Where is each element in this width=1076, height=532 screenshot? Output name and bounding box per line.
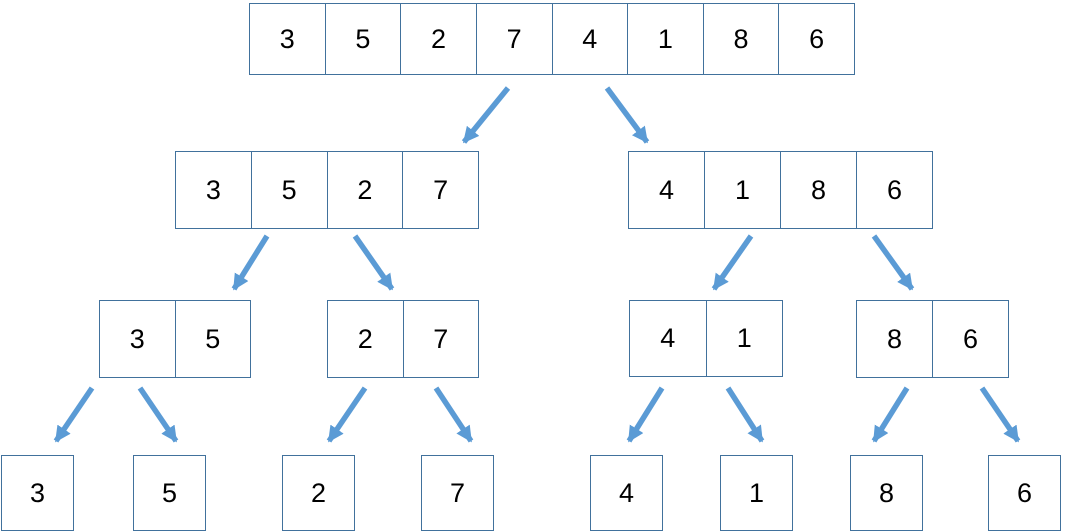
array-level4-5: 4 — [590, 455, 663, 531]
array-level1: 3 5 2 7 4 1 8 6 — [249, 3, 855, 75]
array-cell: 7 — [475, 4, 552, 74]
array-level4-1: 3 — [1, 455, 74, 531]
split-arrow-icon-l3b-right — [433, 386, 474, 443]
array-cell: 6 — [932, 301, 1008, 377]
split-arrow-icon-l3c-left — [626, 386, 665, 443]
array-cell: 4 — [658, 174, 675, 205]
array-level3-c: 4 1 — [629, 300, 783, 377]
split-arrow-icon-l1-left — [461, 86, 511, 144]
array-cell: 4 — [618, 477, 635, 508]
array-level4-8: 6 — [988, 455, 1061, 531]
array-level4-6: 1 — [720, 455, 793, 531]
array-cell: 2 — [326, 152, 403, 228]
split-arrow-icon-l3c-right — [725, 386, 765, 443]
array-cell: 6 — [1016, 477, 1033, 508]
array-cell: 3 — [29, 477, 46, 508]
array-cell: 6 — [778, 4, 854, 74]
array-cell: 3 — [279, 23, 295, 54]
array-cell: 1 — [627, 4, 703, 74]
array-cell: 5 — [161, 477, 178, 508]
split-arrow-icon-l1-right — [604, 86, 650, 144]
array-cell: 7 — [449, 477, 466, 508]
split-arrow-icon-l2b-right — [871, 234, 915, 291]
array-level3-b: 2 7 — [327, 300, 479, 378]
array-cell: 7 — [402, 301, 479, 377]
array-cell: 5 — [250, 152, 327, 228]
array-cell: 2 — [310, 477, 327, 508]
split-arrow-icon-l3d-right — [979, 386, 1021, 443]
array-cell: 8 — [886, 323, 903, 354]
array-level4-7: 8 — [850, 455, 923, 531]
array-cell: 8 — [702, 4, 779, 74]
array-cell: 4 — [660, 323, 676, 353]
array-cell: 8 — [878, 477, 895, 508]
array-cell: 8 — [780, 152, 856, 228]
array-level4-3: 2 — [282, 455, 355, 531]
array-cell: 4 — [551, 4, 628, 74]
array-cell: 3 — [129, 323, 145, 354]
array-cell: 6 — [856, 152, 932, 228]
array-cell: 7 — [402, 152, 478, 228]
array-cell: 5 — [324, 4, 401, 74]
array-cell: 1 — [704, 152, 780, 228]
array-level4-4: 7 — [421, 455, 494, 531]
split-arrow-icon-l2b-left — [711, 234, 754, 291]
split-arrow-icon-l3b-left — [326, 386, 368, 443]
split-arrow-icon-l3a-left — [53, 386, 95, 443]
array-cell: 5 — [174, 301, 251, 377]
split-arrow-icon-l2a-left — [231, 234, 270, 291]
array-level3-a: 3 5 — [99, 300, 251, 378]
array-cell: 3 — [205, 174, 221, 205]
split-arrow-icon-l2a-right — [352, 234, 395, 291]
array-cell: 2 — [400, 4, 476, 74]
array-cell: 2 — [357, 323, 373, 354]
array-cell: 1 — [748, 477, 765, 508]
array-level3-d: 8 6 — [856, 300, 1009, 378]
array-level2-left: 3 5 2 7 — [175, 151, 479, 229]
split-arrow-icon-l3a-right — [137, 386, 179, 443]
array-level4-2: 5 — [133, 455, 206, 531]
array-cell: 1 — [705, 301, 783, 376]
split-arrow-icon-l3d-left — [871, 386, 910, 443]
array-level2-right: 4 1 8 6 — [628, 151, 933, 229]
